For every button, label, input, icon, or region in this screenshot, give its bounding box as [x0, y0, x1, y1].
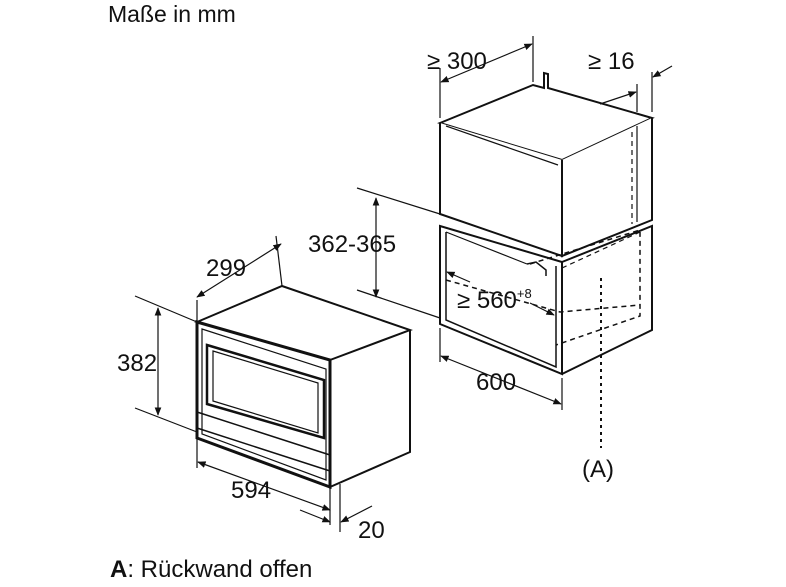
min-width-label: ≥ 560+8	[457, 286, 532, 314]
legend-text: : Rückwand offen	[127, 556, 313, 583]
min-width-value: ≥ 560	[457, 287, 517, 314]
rear-open-marker: (A)	[582, 456, 614, 483]
opening-height-label: 362-365	[308, 231, 397, 258]
legend-key: A	[110, 556, 128, 583]
cabinet-depth-label: ≥ 300	[427, 48, 487, 75]
min-width-tolerance: +8	[516, 286, 532, 301]
cabinet-width-label: 600	[476, 369, 517, 396]
page-title: Maße in mm	[108, 1, 236, 27]
legend-note: A: Rückwand offen	[110, 558, 312, 582]
niche-dimensions	[356, 36, 673, 448]
device-height-label: 382	[117, 350, 158, 377]
niche-drawing	[437, 71, 655, 376]
device-width-label: 594	[231, 477, 272, 504]
microwave-drawing	[194, 284, 413, 490]
front-panel-label: 20	[358, 517, 385, 544]
rear-gap-label: ≥ 16	[588, 48, 635, 75]
microwave-dimensions	[134, 235, 373, 532]
device-depth-label: 299	[206, 255, 247, 282]
